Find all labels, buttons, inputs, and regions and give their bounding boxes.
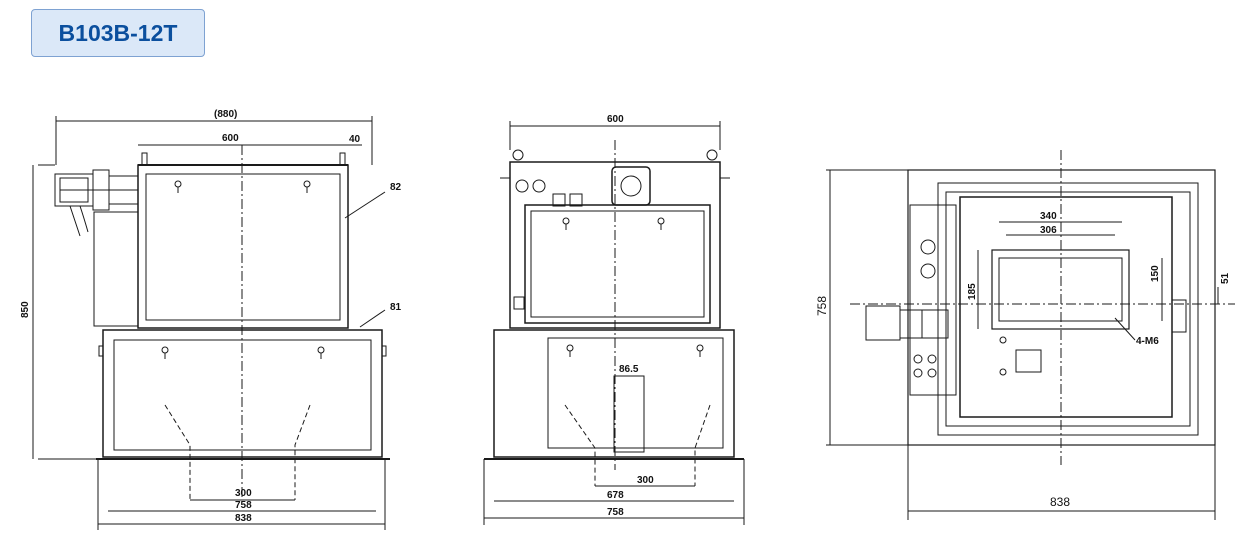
top-dim-overall-w: 838 <box>1050 495 1070 509</box>
side-upper-cabinet <box>137 164 349 329</box>
lock-icon <box>317 346 325 359</box>
top-dim-height-a: 185 <box>967 283 978 300</box>
dim-offset: 40 <box>349 134 361 145</box>
front-view <box>483 121 745 525</box>
side-upper-panel <box>145 173 341 321</box>
top-holes-label: 4-M6 <box>1136 336 1159 347</box>
front-dim-top-width: 600 <box>607 114 624 125</box>
side-view <box>32 116 390 530</box>
motor-icon <box>865 305 949 341</box>
lock-icon <box>161 346 169 359</box>
lock-icon <box>562 217 570 230</box>
connector-icon <box>515 179 546 193</box>
connector-icon <box>920 239 936 279</box>
front-lower-housing <box>493 329 735 458</box>
part-label-upper: 82 <box>390 182 402 193</box>
motor-icon <box>611 166 651 206</box>
front-dim-inner-width: 300 <box>637 475 654 486</box>
dim-inner-width: 300 <box>235 488 252 499</box>
model-title: B103B-12T <box>31 9 205 57</box>
top-dim-offset: 51 <box>1220 272 1231 284</box>
dim-top-width: 600 <box>222 133 239 144</box>
top-dim-height-b: 150 <box>1150 265 1161 282</box>
dim-base-width: 838 <box>235 513 252 524</box>
top-view <box>826 150 1235 520</box>
lock-icon <box>566 344 574 357</box>
top-dim-inner-w: 306 <box>1040 225 1057 236</box>
dim-height: 850 <box>20 301 31 318</box>
lock-icon <box>174 180 182 193</box>
dim-overall-width: (880) <box>214 109 237 120</box>
motor-icon <box>54 169 139 237</box>
part-label-lower: 81 <box>390 302 402 313</box>
top-dim-overall-h: 758 <box>815 296 829 316</box>
dim-mid-width: 758 <box>235 500 252 511</box>
front-dim-base-width: 758 <box>607 507 624 518</box>
lock-icon <box>696 344 704 357</box>
top-dim-outer-w: 340 <box>1040 211 1057 222</box>
front-dim-mid-width: 678 <box>607 490 624 501</box>
lock-icon <box>303 180 311 193</box>
side-box <box>93 211 139 327</box>
lock-icon <box>657 217 665 230</box>
front-dim-slot: 86.5 <box>619 364 639 375</box>
